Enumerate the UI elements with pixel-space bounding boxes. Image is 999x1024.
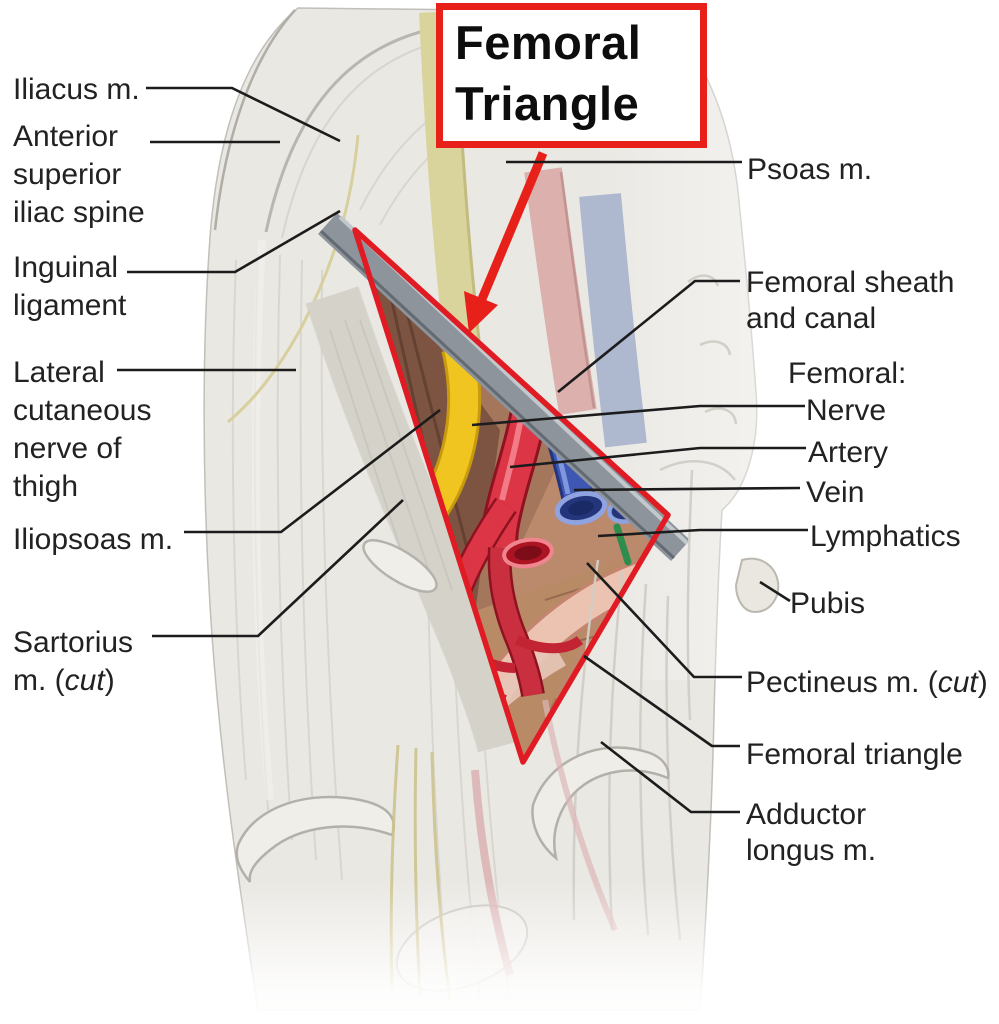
- label-lymphatics: Lymphatics: [810, 520, 961, 553]
- label-inguinal-ligament: Inguinal ligament: [13, 251, 127, 322]
- adductor-tendon-crescent: [531, 746, 670, 862]
- red-arrow: [464, 151, 548, 333]
- label-asis: Anterior superior iliac spine: [13, 120, 145, 229]
- leader-iliacus: [146, 86, 341, 143]
- label-sartorius: Sartorius m. (cut): [13, 626, 134, 697]
- pubic-bone-curves: [659, 274, 738, 481]
- label-femoral-header: Femoral:: [788, 357, 907, 390]
- sartorius-muscle-band: [305, 286, 533, 753]
- label-femoral-nerve: Nerve: [806, 394, 887, 427]
- leader-femoral-triangle: [583, 654, 740, 748]
- label-femoral-artery: Artery: [808, 436, 889, 469]
- leader-pectineus: [586, 562, 742, 679]
- leader-lymphatics: [597, 528, 808, 538]
- label-pubis: Pubis: [790, 587, 866, 620]
- psoas-muscle-edge: [559, 171, 596, 409]
- label-adductor-longus: Adductor longus m.: [746, 798, 877, 867]
- label-femoral-sheath: Femoral sheath and canal: [746, 266, 955, 335]
- iliac-vein-band: [579, 193, 647, 448]
- title-box: Femoral Triangle: [436, 3, 707, 148]
- title-line-1: Femoral: [455, 16, 642, 69]
- iliac-crest-line: [213, 9, 426, 239]
- lateral-cutaneous-nerve-shape: [227, 134, 360, 424]
- leader-artery: [509, 446, 806, 469]
- sartorius-cut-end: [362, 539, 438, 593]
- label-psoas: Psoas m.: [747, 153, 873, 186]
- label-pectineus: Pectineus m. (cut): [746, 666, 988, 699]
- psoas-muscle-band: [524, 167, 597, 416]
- title-line-2: Triangle: [455, 77, 640, 130]
- label-iliopsoas: Iliopsoas m.: [13, 523, 174, 556]
- leader-nerve: [471, 404, 805, 427]
- leader-femoral-sheath: [557, 279, 740, 394]
- label-lateral-cutaneous-nerve: Lateral cutaneous nerve of thigh: [13, 356, 152, 503]
- label-iliacus: Iliacus m.: [13, 73, 140, 106]
- hip-fade: [590, 60, 990, 680]
- label-femoral-triangle-item: Femoral triangle: [746, 738, 963, 771]
- pubis-shape: [734, 557, 780, 614]
- lymphatic-vessel-shape: [613, 523, 632, 566]
- bottom-fade: [0, 880, 999, 1024]
- leader-pubis: [759, 580, 791, 603]
- femoral-triangle-outline: [352, 227, 671, 765]
- leader-sartorius: [152, 499, 404, 638]
- label-femoral-vein: Vein: [806, 476, 865, 509]
- leader-iliopsoas: [184, 408, 441, 534]
- fascia-highlight: [251, 239, 274, 801]
- leader-adductor: [600, 740, 740, 814]
- leader-inguinal-ligament: [127, 209, 341, 274]
- leader-vein: [573, 486, 801, 492]
- leader-lines: [117, 86, 808, 814]
